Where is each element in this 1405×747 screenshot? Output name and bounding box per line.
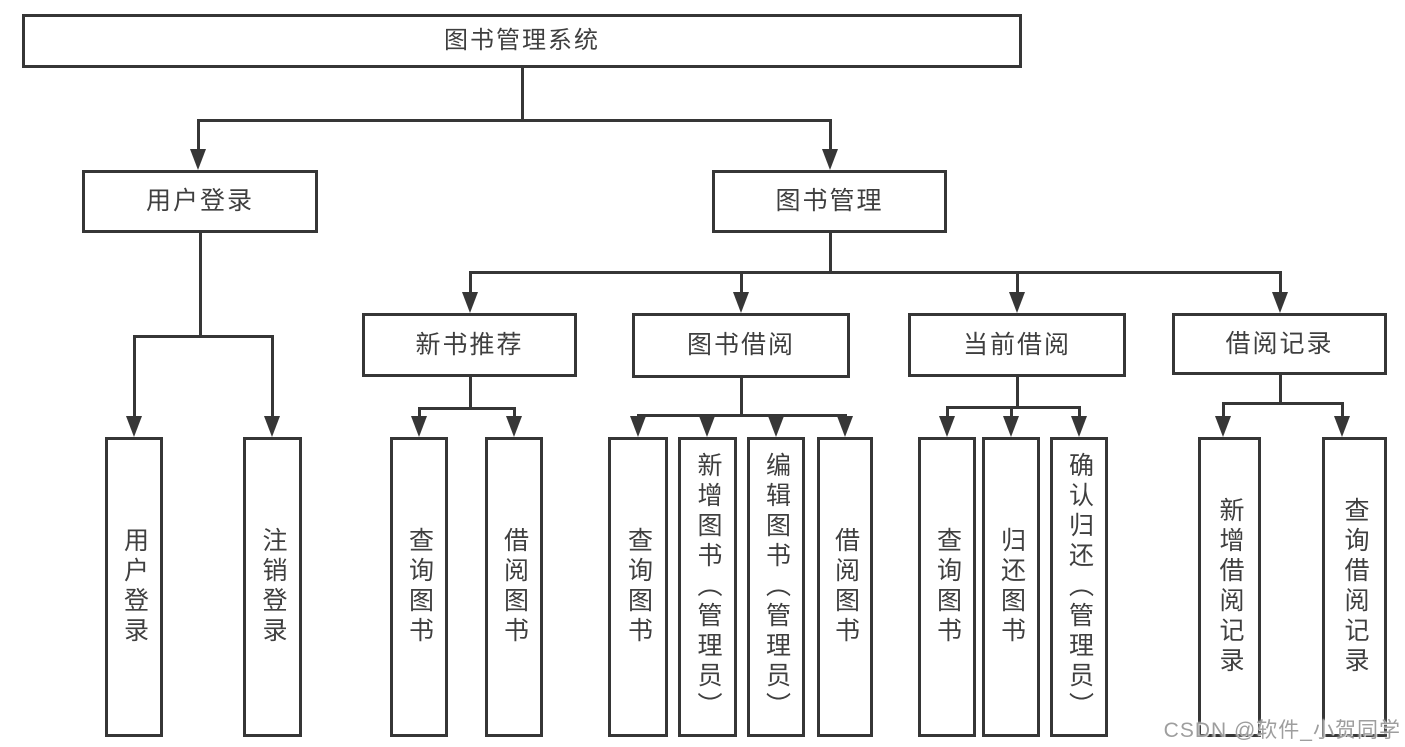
arrow-down-icon xyxy=(1009,292,1025,313)
node-label: 新书推荐 xyxy=(415,330,524,359)
arrow-down-icon xyxy=(939,416,955,437)
csdn-watermark: CSDN @软件_小贺同学 xyxy=(1163,719,1401,742)
node-label: 编辑图书（管理员） xyxy=(762,452,791,722)
arrow-down-icon xyxy=(506,416,522,437)
node-book-borrowing: 图书借阅 xyxy=(632,313,850,378)
arrow-down-icon xyxy=(1071,416,1087,437)
connector-line xyxy=(132,334,274,338)
node-label: 注销登录 xyxy=(259,527,287,647)
node-new-book-recommend: 新书推荐 xyxy=(362,313,577,377)
leaf-borrow-books-1: 借阅图书 xyxy=(485,437,543,737)
node-label: 用户登录 xyxy=(120,527,149,647)
arrow-down-icon xyxy=(264,416,280,437)
leaf-query-borrow-record: 查询借阅记录 xyxy=(1322,437,1387,737)
node-label: 新增图书（管理员） xyxy=(694,452,722,722)
arrow-down-icon xyxy=(126,416,142,437)
node-label: 确认归还（管理员） xyxy=(1065,452,1094,722)
arrow-down-icon xyxy=(1003,416,1019,437)
connector-line xyxy=(1015,377,1019,409)
node-label: 新增借阅记录 xyxy=(1216,497,1244,677)
arrow-down-icon xyxy=(1215,416,1231,437)
arrow-down-icon xyxy=(190,149,206,170)
leaf-logout: 注销登录 xyxy=(243,437,302,737)
arrow-down-icon xyxy=(630,416,646,437)
connector-line xyxy=(739,378,743,417)
connector-line xyxy=(1009,407,1013,418)
connector-line xyxy=(417,408,421,418)
connector-line xyxy=(1015,272,1019,294)
connector-line xyxy=(739,272,743,294)
node-label: 借阅记录 xyxy=(1225,329,1334,358)
connector-line xyxy=(1221,401,1344,405)
node-label: 归还图书 xyxy=(997,527,1026,647)
connector-line xyxy=(1340,403,1344,418)
arrow-down-icon xyxy=(837,416,853,437)
connector-line xyxy=(828,233,832,274)
node-label: 查询图书 xyxy=(933,527,962,647)
connector-line xyxy=(196,118,832,122)
connector-line xyxy=(198,233,202,338)
connector-line xyxy=(1077,407,1081,418)
node-borrowing-records: 借阅记录 xyxy=(1172,313,1387,375)
connector-line xyxy=(270,336,274,418)
arrow-down-icon xyxy=(768,416,784,437)
leaf-user-login: 用户登录 xyxy=(105,437,163,737)
node-current-borrowing: 当前借阅 xyxy=(908,313,1126,377)
connector-line xyxy=(196,120,200,151)
connector-line xyxy=(945,405,1081,409)
connector-line xyxy=(828,120,832,151)
connector-line xyxy=(417,406,516,410)
connector-line xyxy=(468,270,1282,274)
node-label: 图书借阅 xyxy=(686,331,795,359)
node-label: 借阅图书 xyxy=(831,527,860,647)
leaf-query-books-2: 查询图书 xyxy=(608,437,668,737)
node-label: 查询借阅记录 xyxy=(1341,497,1369,677)
connector-line xyxy=(1278,272,1282,294)
connector-line xyxy=(1278,375,1282,405)
arrow-down-icon xyxy=(411,416,427,437)
arrow-down-icon xyxy=(1334,416,1350,437)
arrow-down-icon xyxy=(699,416,715,437)
node-label: 查询图书 xyxy=(624,527,653,647)
connector-line xyxy=(132,336,136,418)
leaf-query-books-3: 查询图书 xyxy=(918,437,976,737)
connector-line xyxy=(468,377,472,410)
node-label: 用户登录 xyxy=(145,187,254,215)
connector-line xyxy=(945,407,949,418)
node-book-management-branch: 图书管理 xyxy=(712,170,947,233)
node-label: 当前借阅 xyxy=(962,330,1071,359)
node-label: 图书管理系统 xyxy=(444,27,600,54)
node-label: 查询图书 xyxy=(405,527,434,647)
node-library-management-system: 图书管理系统 xyxy=(22,14,1022,68)
leaf-add-borrow-record: 新增借阅记录 xyxy=(1198,437,1261,737)
node-label: 借阅图书 xyxy=(500,527,529,647)
leaf-return-book: 归还图书 xyxy=(982,437,1040,737)
arrow-down-icon xyxy=(733,292,749,313)
leaf-add-book-admin: 新增图书（管理员） xyxy=(678,437,737,737)
node-user-login-branch: 用户登录 xyxy=(82,170,318,233)
leaf-query-books-1: 查询图书 xyxy=(390,437,448,737)
leaf-borrow-books-2: 借阅图书 xyxy=(817,437,873,737)
connector-line xyxy=(636,413,847,417)
connector-line xyxy=(468,272,472,294)
arrow-down-icon xyxy=(462,292,478,313)
leaf-edit-book-admin: 编辑图书（管理员） xyxy=(747,437,805,737)
arrow-down-icon xyxy=(822,149,838,170)
leaf-confirm-return-admin: 确认归还（管理员） xyxy=(1050,437,1108,737)
connector-line xyxy=(1221,403,1225,418)
node-label: 图书管理 xyxy=(775,187,884,215)
connector-line xyxy=(520,68,524,122)
arrow-down-icon xyxy=(1272,292,1288,313)
connector-line xyxy=(512,408,516,418)
